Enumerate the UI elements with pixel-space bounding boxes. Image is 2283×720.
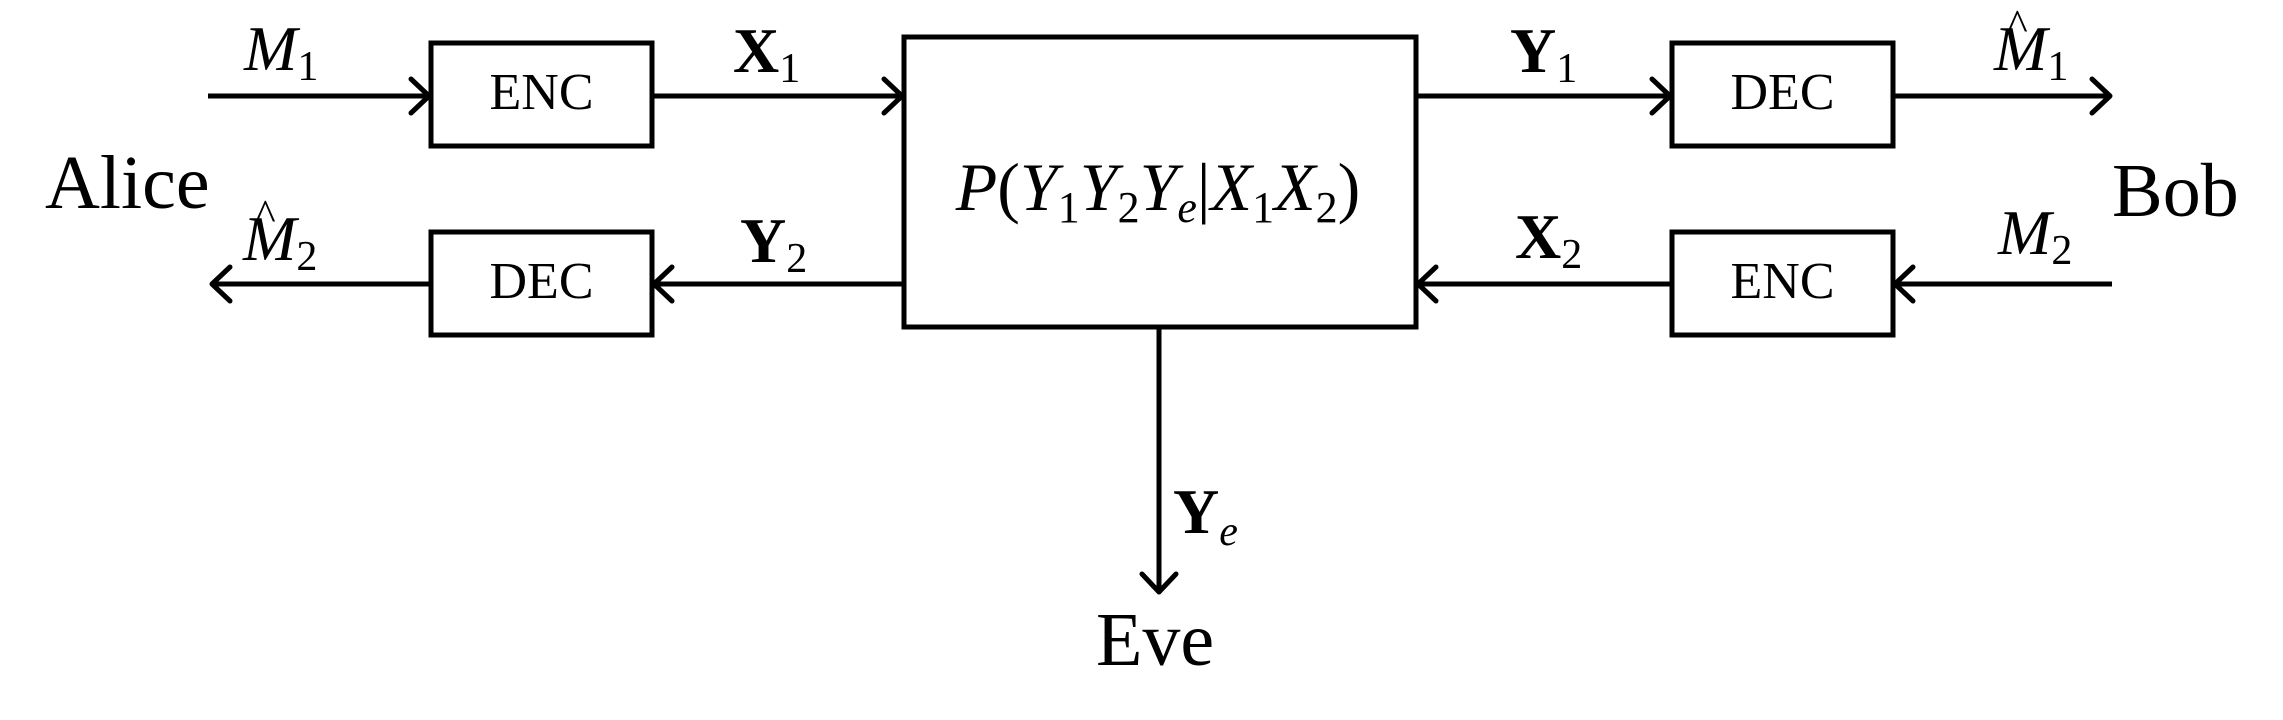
signal-m1-label: M1	[243, 13, 318, 90]
signal-m1-hat-label: ^ M1	[1993, 1, 2068, 90]
arrow-alice-decoder-output	[209, 264, 431, 304]
hat-accent: ^	[2007, 1, 2028, 50]
bob-encoder-label: ENC	[1731, 253, 1835, 310]
channel-transition-probability: P(Y1Y2Ye|X1X2)	[955, 149, 1361, 232]
alice-label: Alice	[45, 141, 210, 225]
signal-y1-label: Y1	[1510, 15, 1577, 92]
alice-decoder-label: DEC	[490, 253, 594, 310]
arrow-bob-decoder-output	[1893, 76, 2113, 116]
bob-label: Bob	[2112, 149, 2239, 233]
signal-m2-hat-label: ^ M2	[242, 191, 317, 280]
arrow-y1-to-bob-decoder	[1416, 76, 1673, 116]
eve-label: Eve	[1096, 598, 1214, 682]
signal-ye-label: Ye	[1173, 476, 1238, 555]
signal-m2-label: M2	[1997, 197, 2072, 274]
bob-encoder-box	[1669, 229, 1896, 338]
alice-encoder-label: ENC	[490, 64, 594, 121]
channel-box	[901, 34, 1419, 330]
signal-x2-label: X2	[1515, 201, 1582, 278]
alice-decoder-block: DEC	[428, 229, 655, 338]
arrow-m1-to-alice-encoder	[208, 76, 432, 116]
alice-decoder-box	[428, 229, 655, 338]
arrow-ye-to-eve	[1139, 327, 1179, 595]
bob-decoder-block: DEC	[1669, 40, 1896, 149]
svg-text:M1: M1	[1993, 13, 2068, 90]
arrow-x1-to-channel	[652, 76, 905, 116]
bob-encoder-block: ENC	[1669, 229, 1896, 338]
svg-text:M2: M2	[242, 203, 317, 280]
signal-y2-label: Y2	[740, 205, 807, 282]
hat-accent: ^	[255, 191, 276, 240]
arrow-y2-to-alice-decoder	[651, 264, 904, 304]
signal-x1-label: X1	[733, 15, 800, 92]
arrow-m2-to-bob-encoder	[1892, 264, 2112, 304]
bob-decoder-label: DEC	[1731, 64, 1835, 121]
channel-block: P(Y1Y2Ye|X1X2)	[901, 34, 1419, 330]
arrow-x2-to-channel	[1415, 264, 1672, 304]
alice-encoder-block: ENC	[428, 40, 655, 149]
